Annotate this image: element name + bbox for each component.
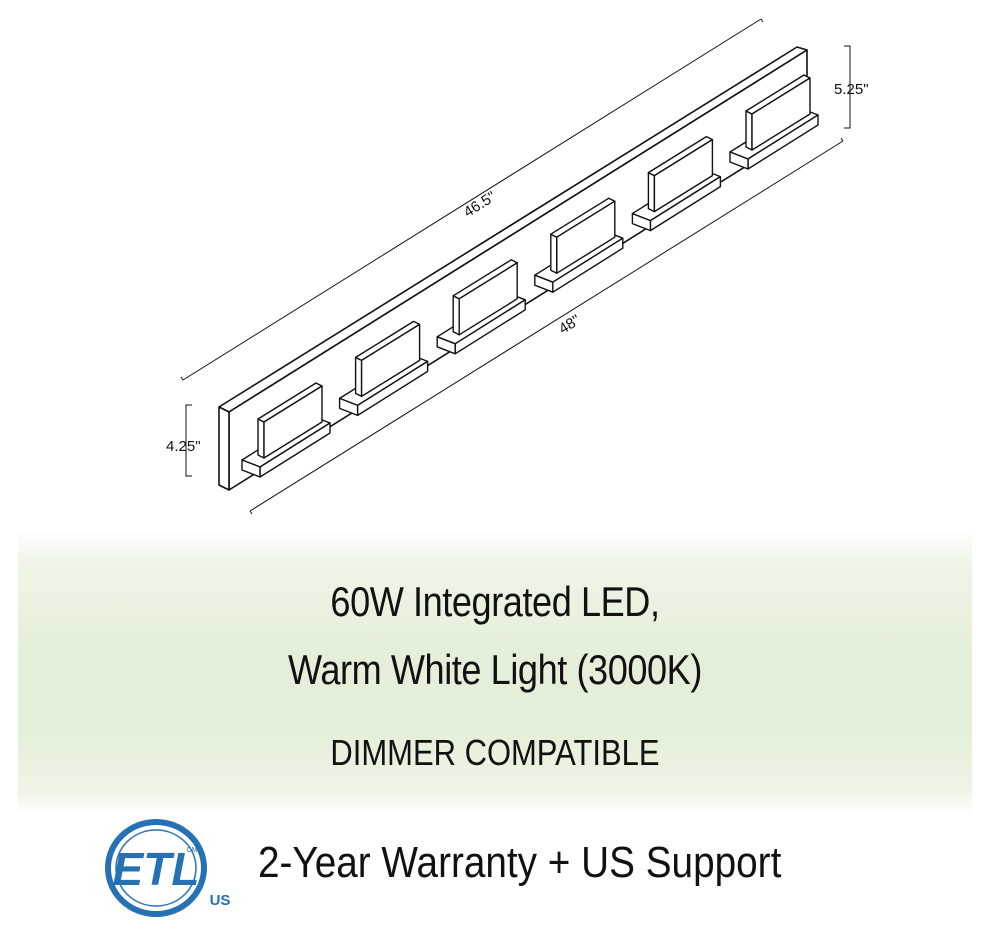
dim-length-top: 46.5" bbox=[461, 188, 499, 221]
feature-headline-2: Warm White Light (3000K) bbox=[288, 646, 702, 693]
light-panel-edge bbox=[745, 110, 753, 151]
light-base-front bbox=[241, 459, 261, 478]
etl-logo-mark: CM bbox=[187, 847, 198, 854]
light-panel-edge bbox=[647, 171, 656, 213]
feature-band bbox=[18, 530, 972, 815]
light-module bbox=[241, 382, 331, 478]
light-module bbox=[631, 135, 722, 232]
light-base-front bbox=[534, 274, 554, 293]
light-panel-edge bbox=[354, 356, 363, 398]
light-module bbox=[534, 197, 624, 293]
etl-certification-logo: ETL CM US bbox=[105, 819, 231, 917]
light-module bbox=[338, 320, 429, 417]
dimension-lines bbox=[180, 18, 851, 515]
warranty-text: 2-Year Warranty + US Support bbox=[258, 838, 782, 887]
light-panel-front bbox=[263, 385, 323, 459]
light-panel-front bbox=[360, 323, 421, 398]
light-panel-front bbox=[458, 262, 518, 336]
light-panel-front bbox=[556, 200, 616, 274]
light-panel-edge bbox=[257, 418, 265, 459]
light-base-front bbox=[436, 336, 456, 355]
light-fixture-diagram: 46.5" 48" 5.25" 4.25" bbox=[166, 18, 869, 515]
dim-height-left: 4.25" bbox=[166, 438, 201, 455]
light-base-front bbox=[338, 397, 359, 417]
etl-logo-sub: US bbox=[210, 892, 231, 909]
light-base-front bbox=[631, 212, 652, 232]
light-modules bbox=[241, 74, 819, 478]
light-panel-edge bbox=[452, 295, 460, 336]
feature-headline-1: 60W Integrated LED, bbox=[330, 578, 660, 625]
etl-logo-text: ETL bbox=[113, 843, 200, 895]
light-panel-edge bbox=[550, 233, 558, 274]
dim-length-bottom: 48" bbox=[556, 312, 584, 338]
light-panel-front bbox=[653, 138, 714, 213]
dimmer-compatible-label: DIMMER COMPATIBLE bbox=[330, 732, 660, 773]
light-module bbox=[436, 259, 526, 355]
light-module bbox=[729, 74, 819, 170]
light-panel-front bbox=[751, 77, 811, 151]
dim-height-right: 5.25" bbox=[834, 81, 869, 98]
light-base-front bbox=[729, 151, 749, 170]
